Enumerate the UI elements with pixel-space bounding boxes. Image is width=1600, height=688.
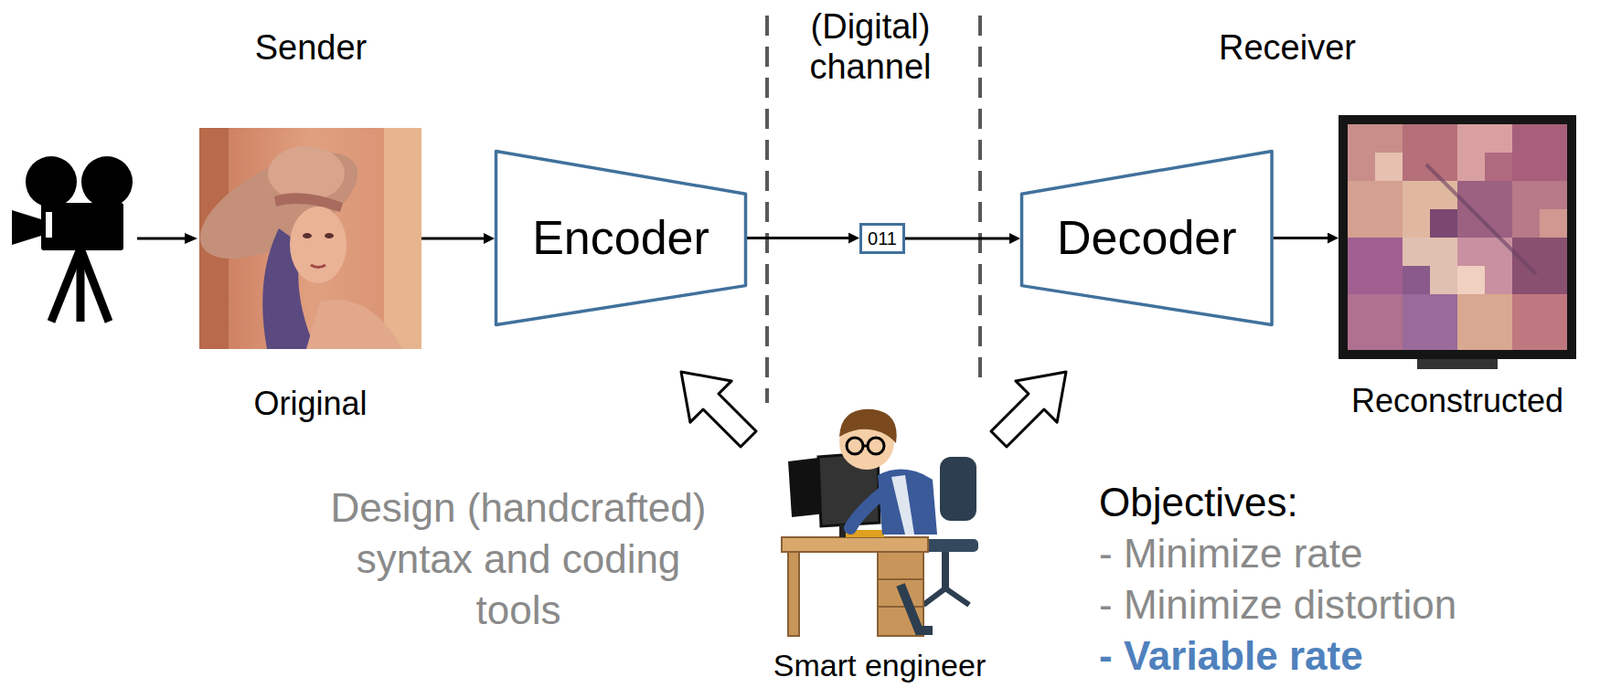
channel-boundary (765, 15, 769, 404)
node-text: 011 (867, 227, 897, 250)
objective-item: - Minimize distortion (1098, 579, 1457, 631)
objective-item: - Minimize rate (1098, 528, 1364, 580)
node-text: Reconstructed (1351, 381, 1564, 421)
bitstream-box: 011 (859, 223, 906, 255)
decoder-block: Decoder (1020, 149, 1274, 327)
flow-arrow (421, 237, 484, 241)
engineer-caption: Smart engineer (733, 647, 1026, 685)
image-frame: Original (199, 128, 422, 350)
engineer-illustration (781, 409, 979, 637)
camera-icon (11, 156, 133, 322)
display-frame: Reconstructed (1338, 115, 1577, 360)
pointer-arrow (978, 351, 1088, 460)
design-note: Design (handcrafted) syntax and coding t… (317, 482, 720, 637)
encoder-block: Encoder (494, 149, 747, 327)
flow-arrow (746, 236, 849, 240)
capture-arrow (137, 233, 198, 245)
objective-item: - Variable rate (1098, 630, 1364, 683)
section-title: Receiver (1150, 27, 1425, 70)
section-title: (Digital) channel (788, 7, 953, 87)
section-title: Sender (173, 27, 448, 70)
node-text: Original (253, 384, 367, 424)
monitor (1338, 115, 1577, 370)
flow-arrow (1273, 236, 1328, 240)
node-text: Encoder (532, 209, 710, 267)
node-text: Decoder (1056, 209, 1238, 267)
original-picture (199, 128, 422, 350)
trapezoid-outline (1022, 151, 1273, 326)
trapezoid-outline (496, 151, 747, 326)
flow-arrow (905, 237, 1010, 241)
pointer-arrow (660, 351, 769, 460)
objectives-heading: Objectives: (1098, 477, 1299, 529)
channel-boundary (978, 15, 982, 389)
